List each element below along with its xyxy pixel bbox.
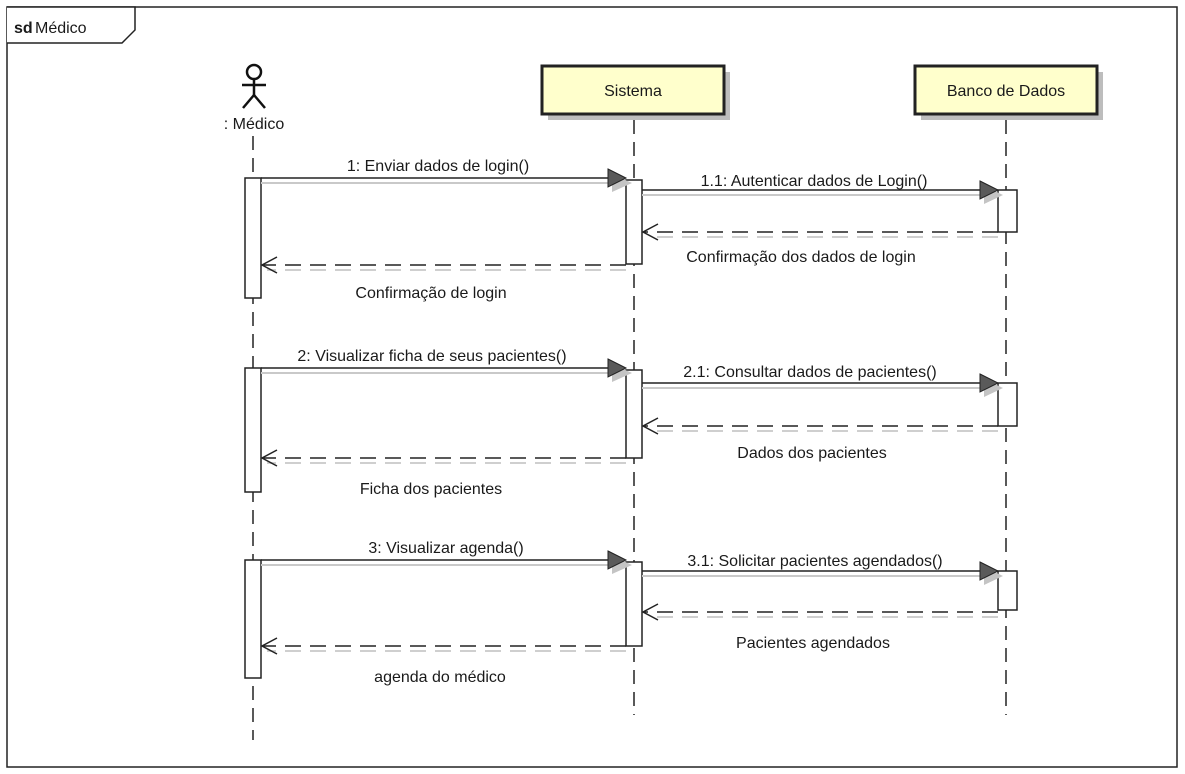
arrowhead-icon [979, 561, 1000, 581]
message-label: 1.1: Autenticar dados de Login() [701, 173, 928, 190]
activation-banco-1 [997, 189, 1018, 233]
return-3: agenda do médico [260, 637, 626, 686]
open-arrowhead-icon [641, 223, 659, 241]
activation-sistema-2 [625, 369, 643, 459]
arrowhead-icon [607, 358, 628, 378]
actor-stick-figure-icon [242, 63, 266, 109]
frame-tab [7, 6, 136, 44]
return-1-1: Confirmação dos dados de login [641, 223, 998, 266]
arrowhead-icon [607, 168, 628, 188]
actor-label: : Médico [224, 116, 285, 133]
message-label: 3: Visualizar agenda() [368, 540, 523, 557]
arrowhead-icon [979, 373, 1000, 393]
lifeline-label-sistema: Sistema [604, 83, 662, 100]
lifeline-box-sistema: Sistema [540, 64, 730, 120]
actor-medico: : Médico [224, 63, 285, 133]
message-label: 2.1: Consultar dados de pacientes() [683, 364, 936, 381]
return-label: Pacientes agendados [736, 635, 890, 652]
message-2-1: 2.1: Consultar dados de pacientes() [642, 364, 1003, 397]
frame-name: Médico [35, 20, 87, 37]
arrowhead-icon [979, 180, 1000, 200]
message-1-1: 1.1: Autenticar dados de Login() [642, 173, 1003, 204]
frame-border [6, 6, 1178, 768]
return-2-1: Dados dos pacientes [641, 417, 998, 462]
return-1: Confirmação de login [260, 256, 626, 302]
activation-sistema-1 [625, 179, 643, 265]
message-2: 2: Visualizar ficha de seus pacientes() [261, 348, 632, 382]
open-arrowhead-icon [260, 449, 278, 467]
message-3: 3: Visualizar agenda() [261, 540, 632, 574]
activation-sistema-3 [625, 561, 643, 647]
arrowhead-icon [607, 550, 628, 570]
message-label: 2: Visualizar ficha de seus pacientes() [297, 348, 566, 365]
message-label: 1: Enviar dados de login() [347, 158, 529, 175]
open-arrowhead-icon [641, 417, 659, 435]
return-label: Dados dos pacientes [737, 445, 886, 462]
return-label: Ficha dos pacientes [360, 481, 502, 498]
activation-medico-3 [244, 559, 262, 679]
activation-banco-2 [997, 382, 1018, 427]
activation-medico-2 [244, 367, 262, 493]
activation-medico-1 [244, 177, 262, 299]
message-3-1: 3.1: Solicitar pacientes agendados() [642, 553, 1003, 585]
activation-banco-3 [997, 570, 1018, 611]
lifeline-box-banco: Banco de Dados [913, 64, 1103, 120]
return-3-1: Pacientes agendados [641, 603, 998, 652]
message-1: 1: Enviar dados de login() [261, 158, 632, 192]
open-arrowhead-icon [260, 256, 278, 274]
return-2: Ficha dos pacientes [260, 449, 626, 498]
frame-keyword: sd [14, 20, 33, 37]
message-label: 3.1: Solicitar pacientes agendados() [687, 553, 942, 570]
return-label: Confirmação dos dados de login [686, 249, 915, 266]
return-label: agenda do médico [374, 669, 506, 686]
lifeline-label-banco: Banco de Dados [947, 83, 1065, 100]
open-arrowhead-icon [641, 603, 659, 621]
return-label: Confirmação de login [355, 285, 506, 302]
open-arrowhead-icon [260, 637, 278, 655]
